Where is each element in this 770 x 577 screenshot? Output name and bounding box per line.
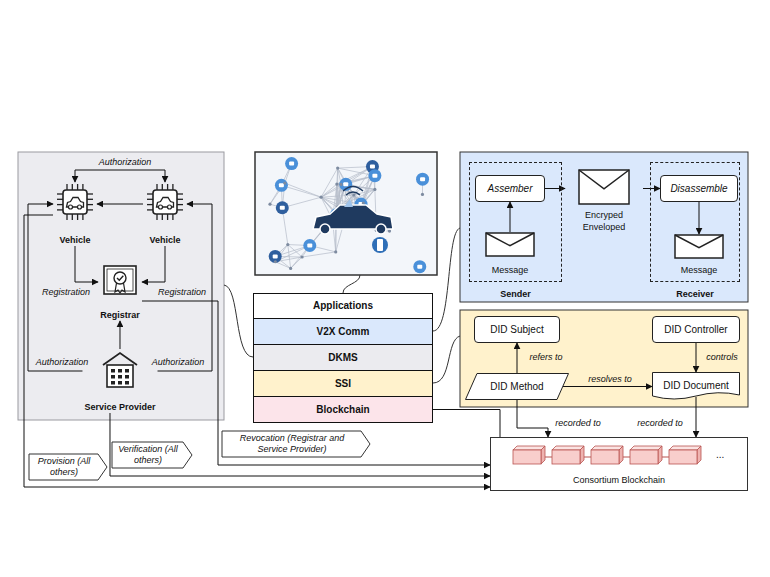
box-node: Disassemble — [660, 175, 738, 202]
connector-line — [24, 215, 490, 487]
node-label: Receiver — [676, 288, 714, 300]
connector-line — [517, 343, 518, 373]
edge-label: refers to — [527, 352, 564, 363]
network-illustration — [255, 152, 437, 275]
tag-outline — [222, 431, 370, 457]
env-node: Encryped Enveloped — [565, 169, 643, 233]
tag-outline — [29, 454, 107, 480]
envelope-icon — [485, 232, 535, 257]
icon-node: Registrar — [98, 261, 142, 321]
node-label: Message — [492, 264, 529, 276]
connector-line — [545, 188, 565, 189]
band-node: Blockchain — [253, 396, 433, 423]
node-label: Encryped Enveloped — [565, 209, 643, 233]
node-label: DID Method — [490, 381, 543, 393]
leader-line — [224, 228, 460, 383]
connector-line — [563, 386, 652, 387]
connector-line — [643, 188, 660, 189]
node-label: Assember — [487, 183, 532, 195]
group-node: Sender AssemberMessage — [469, 162, 562, 300]
connector-line — [699, 202, 700, 234]
icon-symbol — [145, 182, 185, 222]
node-label: Blockchain — [316, 404, 369, 416]
node-label: DID Document — [663, 380, 729, 392]
node-label: DID Controller — [664, 324, 727, 336]
v2x-panel — [460, 152, 748, 302]
connector-line — [696, 343, 697, 372]
edge-label: Authorization — [34, 357, 91, 368]
node-label: Vehicle — [59, 234, 90, 246]
node-label: SSI — [335, 378, 351, 390]
connector-line — [119, 321, 120, 349]
block-chain-symbol — [491, 438, 731, 468]
connector-line — [510, 202, 511, 232]
leader-line — [433, 228, 460, 331]
edge-label: Registration — [156, 287, 208, 298]
ssi-panel — [460, 310, 748, 407]
edge-label: Authorization — [150, 357, 207, 368]
node-label: Sender — [500, 288, 531, 300]
leader-line — [343, 275, 360, 293]
icon-symbol — [55, 182, 95, 222]
envelope-icon — [578, 169, 630, 205]
connector-line — [142, 301, 490, 465]
band-node: DKMS — [253, 344, 433, 371]
doc-node: DID Document — [652, 372, 740, 400]
edge-label: recorded to — [553, 418, 603, 429]
box-node: DID Subject — [474, 316, 560, 343]
left-panel — [18, 152, 224, 420]
car-illustration — [313, 187, 393, 254]
node-label: Message — [681, 264, 718, 276]
node-label: Service Provider — [84, 401, 155, 413]
leader-line — [433, 336, 460, 383]
icon-symbol — [100, 349, 140, 389]
node-label: DID Subject — [490, 324, 543, 336]
para-node: DID Method — [465, 373, 569, 400]
icon-node: Service Provider — [82, 349, 157, 413]
edge-label: Registration — [40, 287, 92, 298]
connector-line — [142, 246, 165, 282]
edge-label: Authorization — [97, 157, 154, 168]
band-node: Applications — [253, 293, 433, 319]
icon-node: Vehicle — [53, 182, 97, 246]
connector-line — [75, 170, 165, 182]
envelope-icon — [674, 234, 724, 259]
icon-node: Vehicle — [143, 182, 187, 246]
edge-label: Revocation (Registrar and Service Provid… — [225, 433, 359, 455]
node-label: Vehicle — [149, 234, 180, 246]
connector-line — [97, 204, 143, 205]
node-label: Disassemble — [670, 183, 727, 195]
chain-node: Consortium Blockchain — [490, 437, 748, 491]
node-label: V2X Comm — [317, 326, 370, 338]
band-node: V2X Comm — [253, 318, 433, 345]
network-illustration — [268, 157, 429, 273]
band-node: SSI — [253, 370, 433, 397]
tag-outline — [112, 442, 192, 468]
node-label: Consortium Blockchain — [573, 474, 665, 486]
node-label: Applications — [313, 300, 373, 312]
leader-line — [224, 285, 253, 357]
box-node: Assember — [475, 175, 545, 202]
edge-label: recorded to — [635, 418, 685, 429]
edge-label: Verification (All others) — [115, 444, 181, 466]
edge-label: resolves to — [586, 374, 634, 385]
box-node: DID Controller — [652, 316, 740, 343]
msg-node: Message — [484, 232, 536, 276]
connector-line — [517, 400, 548, 437]
node-label: DKMS — [328, 352, 357, 364]
connector-line — [433, 410, 500, 438]
node-label: Registrar — [100, 309, 140, 321]
ellipsis-label: ... — [716, 449, 724, 461]
connector-line — [696, 397, 697, 437]
msg-node: Message — [673, 234, 725, 276]
edge-label: Provision (All others) — [32, 456, 96, 478]
icon-symbol — [100, 261, 140, 301]
group-node: Receiver DisassembleMessage — [650, 162, 740, 300]
connector-line — [75, 246, 98, 282]
edge-label: controls — [704, 352, 740, 363]
